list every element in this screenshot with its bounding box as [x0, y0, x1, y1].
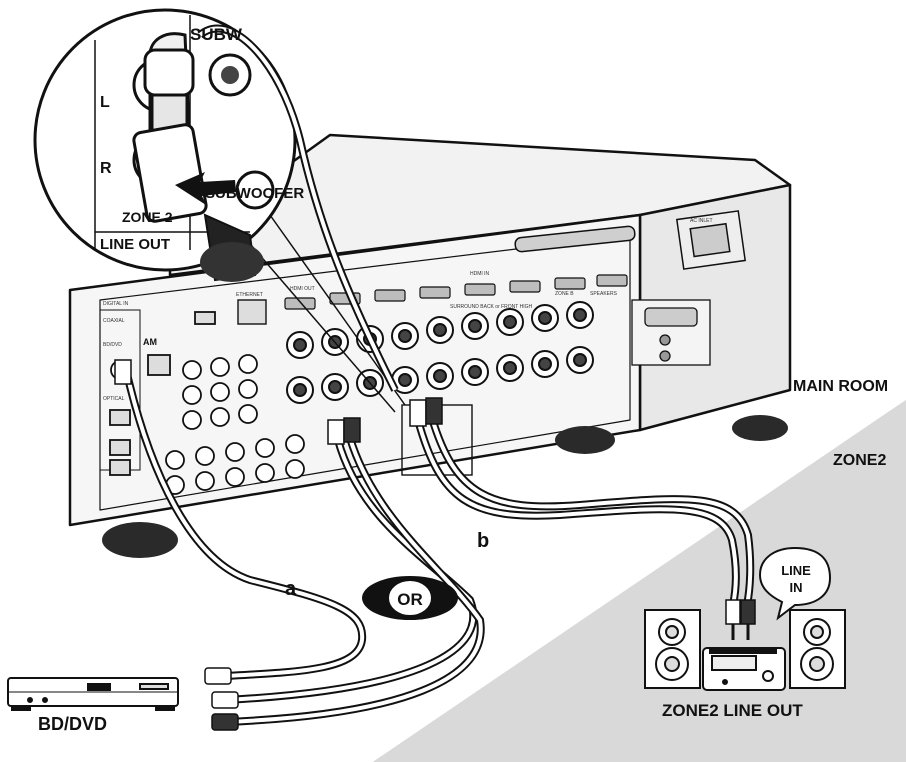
ethernet-label: ETHERNET: [236, 292, 263, 298]
zoom-zone2-label: ZONE 2: [122, 209, 173, 225]
zoom-channel-l: L: [100, 94, 110, 111]
zoom-detail: SUBW SUBWOOFER L R ZONE 2 LINE OUT: [33, 8, 406, 413]
bd-dvd-plugs: [204, 667, 239, 731]
bd-dvd-player: [7, 677, 179, 711]
av-receiver: [68, 133, 792, 558]
zoom-subwoofer-top: SUBW: [190, 25, 243, 44]
zone2-plugs-receiver: [409, 397, 443, 427]
coaxial-label: COAXIAL: [103, 318, 125, 324]
cable-a-label: a: [285, 578, 297, 600]
zone-b-label: ZONE B: [555, 291, 574, 297]
bd-dvd-jack-label: BD/DVD: [103, 342, 122, 348]
left-jacks: [99, 309, 305, 495]
hdmi-out-label: HDMI OUT: [290, 286, 315, 292]
main-room-label: MAIN ROOM: [793, 378, 888, 395]
cable-b-label: b: [477, 530, 489, 552]
line-in-label-1: LINE: [781, 563, 811, 578]
hdmi-in-label: HDMI IN: [470, 271, 490, 277]
line-in-callout: LINE IN: [758, 546, 832, 621]
line-in-label-2: IN: [790, 580, 803, 595]
zone2-amplifier: [644, 609, 846, 691]
zone2-plugs-amp: [725, 599, 756, 640]
ethernet-port: [237, 299, 267, 325]
or-badge: OR: [362, 576, 458, 620]
ac-inlet-label: AC INLET: [690, 218, 713, 224]
optical-label: OPTICAL: [103, 396, 125, 402]
zoom-line-out-label: LINE OUT: [100, 236, 170, 253]
analog-plugs-receiver: [114, 359, 361, 445]
surround-back-label: SURROUND BACK or FRONT HIGH: [450, 304, 533, 310]
zoom-subwoofer-bottom: SUBWOOFER: [205, 185, 304, 202]
zoom-channel-r: R: [100, 160, 112, 177]
ac-inlet: AC INLET: [675, 210, 747, 270]
zone2-label: ZONE2: [833, 452, 886, 469]
zone2-line-out-label: ZONE2 LINE OUT: [662, 701, 803, 720]
am-label: AM: [143, 337, 157, 347]
or-label: OR: [397, 590, 423, 609]
speakers-label: SPEAKERS: [590, 291, 618, 297]
right-controls: [631, 299, 711, 366]
digital-in-label: DIGITAL IN: [103, 301, 129, 307]
room-divider: [369, 396, 906, 762]
bd-dvd-label: BD/DVD: [38, 714, 107, 734]
